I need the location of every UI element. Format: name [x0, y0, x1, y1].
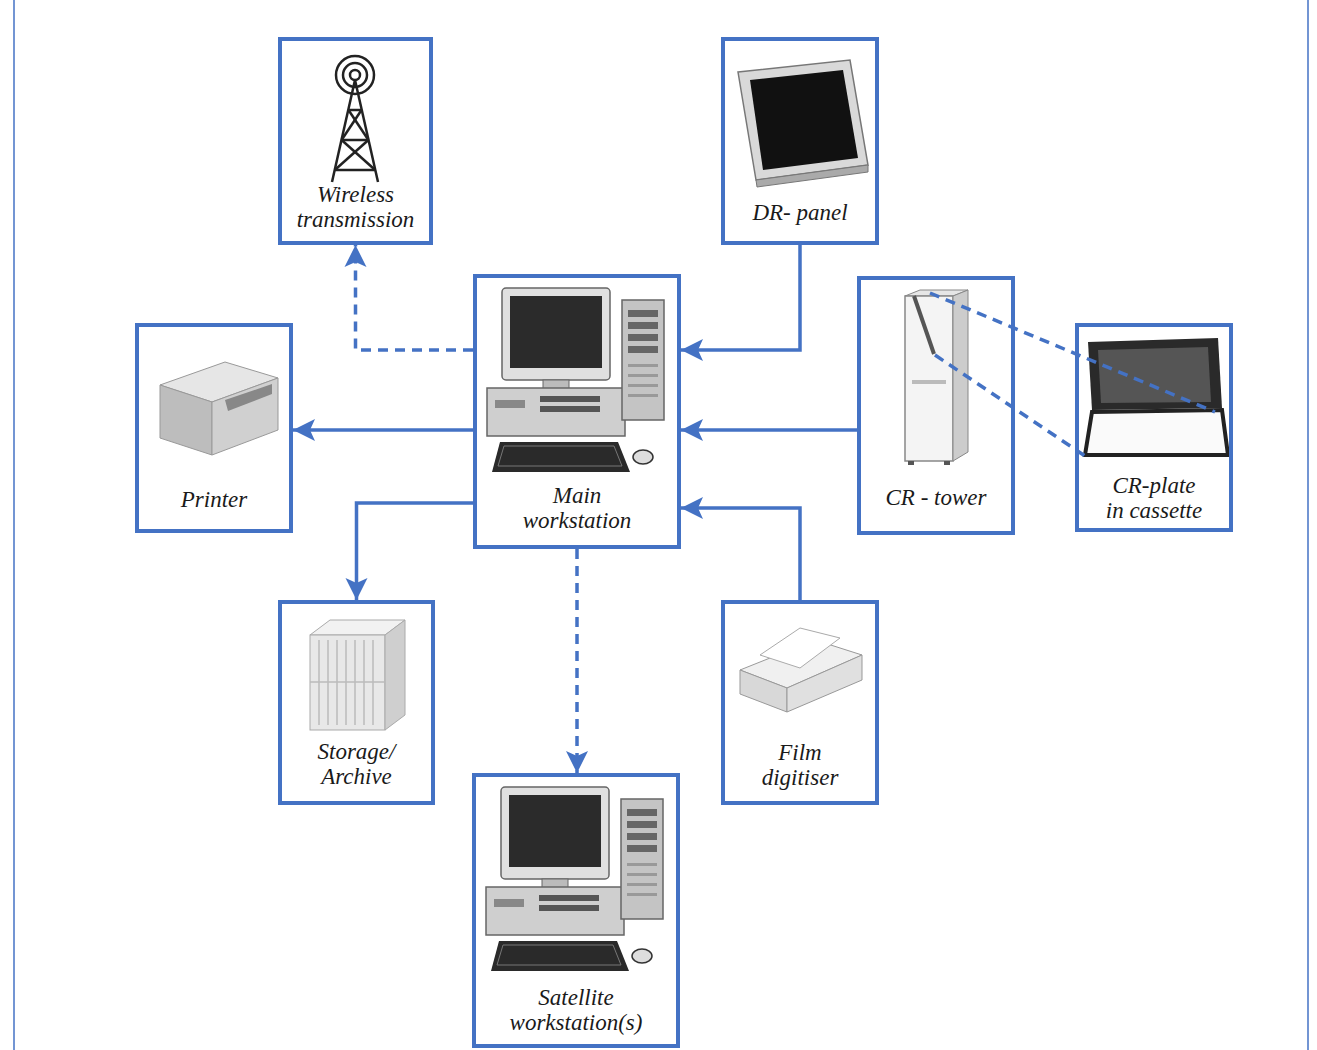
drive-slots: [310, 640, 385, 725]
storage-icon: [310, 620, 405, 730]
frame-line: [1307, 0, 1309, 1050]
cr-tower-icon: [905, 290, 968, 465]
connector-arrow: [681, 245, 800, 350]
device-box: Wireless transmission: [278, 37, 433, 245]
cassette-icon: [1085, 338, 1228, 455]
dr-panel-icon: [738, 60, 868, 187]
printer-side: [212, 378, 278, 455]
connector-arrow: [681, 508, 800, 600]
tower-panel: [912, 380, 946, 384]
connector-arrow: [357, 503, 474, 600]
device-label: Wireless transmission: [286, 182, 426, 232]
device-label: CR-plate in cassette: [1103, 473, 1205, 523]
device-box: Printer: [135, 323, 293, 533]
connector-arrow: [356, 245, 474, 350]
tower-front: [905, 296, 953, 461]
tower-side: [953, 290, 968, 461]
tower-leg: [332, 80, 355, 182]
printer-icon: [160, 362, 278, 455]
device-box: Satellite workstation(s): [472, 773, 680, 1048]
scanner-front: [740, 670, 787, 712]
device-box: Storage/ Archive: [278, 600, 435, 805]
device-box: CR-plate in cassette: [1075, 323, 1233, 532]
tower-brace: [335, 140, 369, 170]
tower-brace: [342, 139, 369, 142]
connector-arrow: [293, 428, 473, 432]
tower-brace: [342, 110, 362, 140]
device-label: CR - tower: [861, 485, 1011, 510]
printer-front: [160, 385, 212, 455]
device-label: Printer: [139, 487, 289, 512]
tower-foot: [944, 461, 950, 465]
antenna-icon: [332, 56, 378, 182]
antenna-wave: [336, 56, 374, 94]
device-box: Film digitiser: [721, 600, 879, 805]
film-tray: [760, 628, 840, 668]
device-box: CR - tower: [857, 276, 1015, 535]
plate-slot: [914, 296, 934, 354]
device-label: DR- panel: [725, 200, 875, 225]
panel-frame: [738, 60, 868, 180]
main-computer-icon: [487, 288, 664, 472]
cassette-lid: [1088, 338, 1222, 410]
connector-arrow: [681, 428, 857, 432]
scanner-icon: [740, 628, 862, 712]
frame-line: [13, 0, 15, 1050]
device-box: DR- panel: [721, 37, 879, 245]
tower-foot: [908, 461, 914, 465]
tower-leg: [355, 80, 378, 182]
connector-arrow: [575, 549, 579, 773]
device-label: Film digitiser: [750, 740, 850, 790]
paper-tray: [225, 384, 272, 411]
satellite-computer-icon: [486, 787, 663, 971]
device-label: Satellite workstation(s): [501, 985, 651, 1035]
connector-arrow: [930, 293, 1215, 458]
tower-brace: [335, 169, 375, 172]
panel-detector: [750, 70, 858, 170]
device-box: Main workstation: [473, 274, 681, 549]
imaging-plate: [1085, 410, 1228, 455]
device-label: Storage/ Archive: [297, 739, 417, 789]
tower-brace: [342, 140, 376, 170]
antenna-wave: [350, 70, 360, 80]
device-label: Main workstation: [512, 483, 642, 533]
storage-front: [310, 635, 385, 730]
cassette-lid-inner: [1098, 347, 1211, 403]
storage-side: [385, 620, 405, 730]
